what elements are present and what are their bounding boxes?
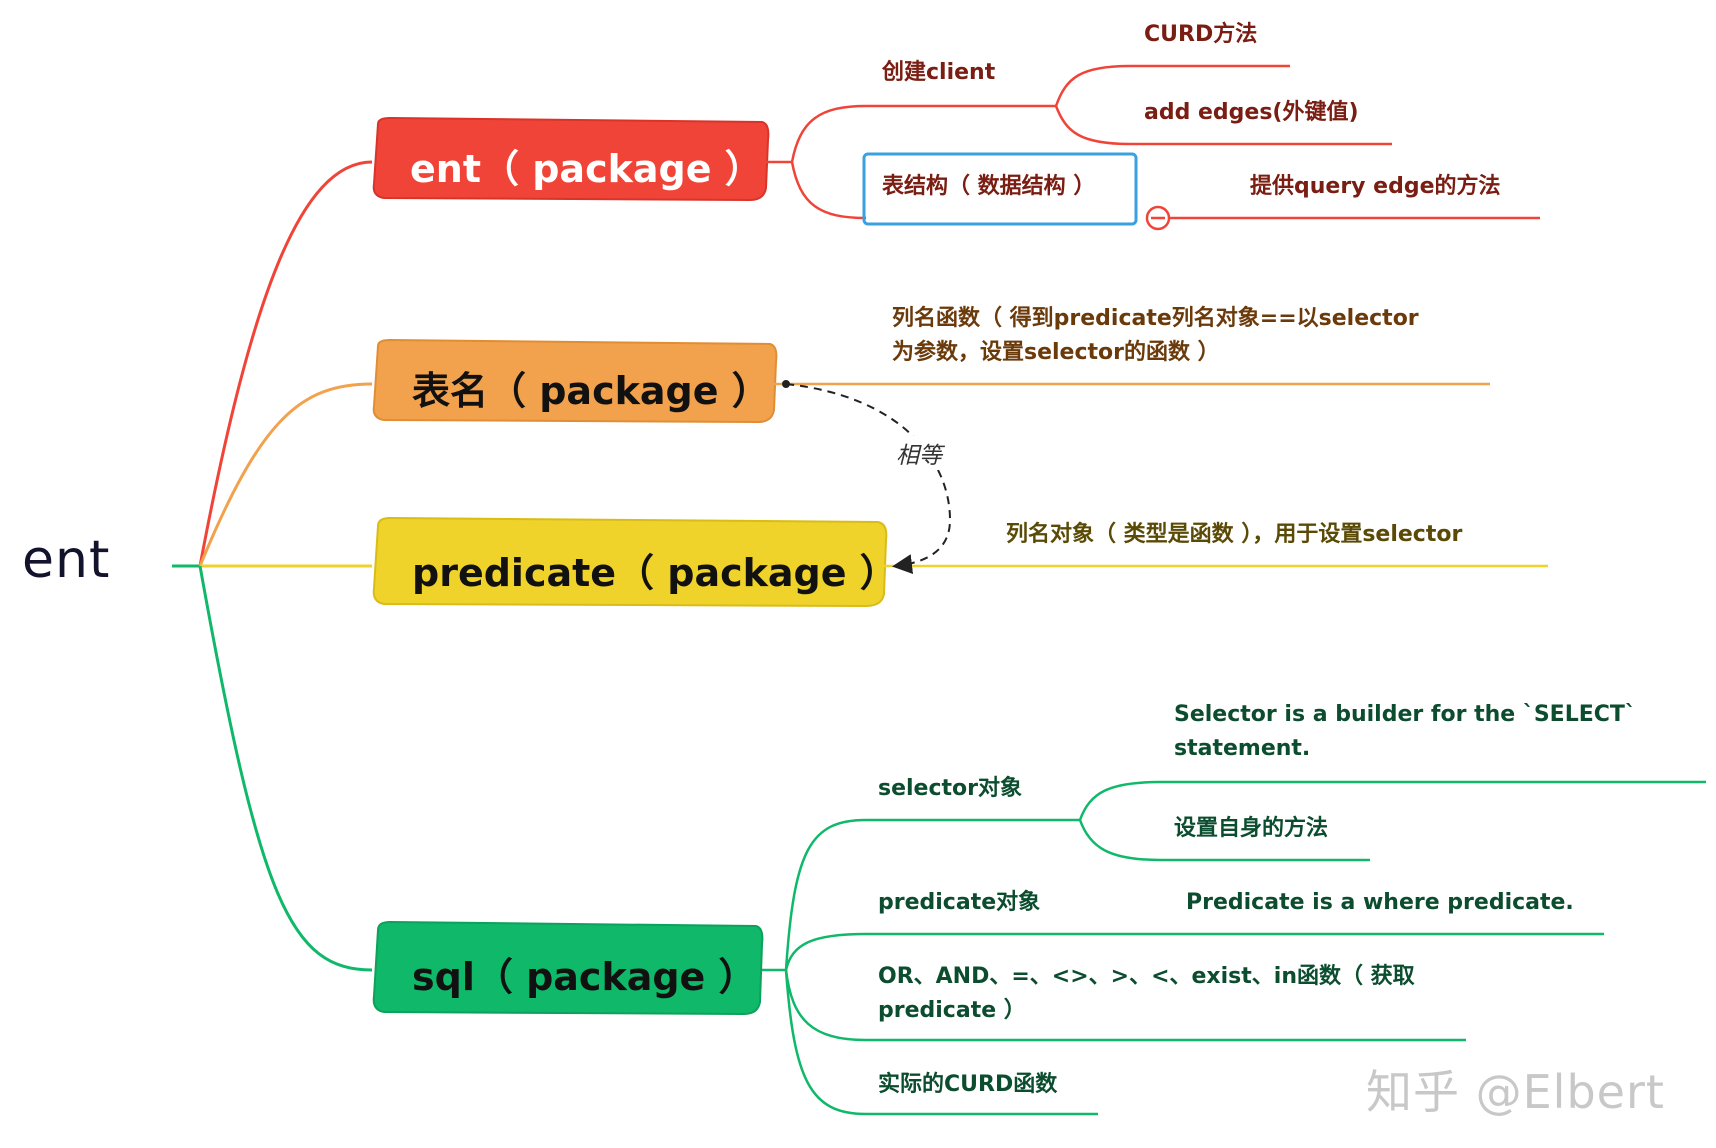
selector-object-node[interactable]: selector对象 — [878, 776, 1022, 801]
branch-line-sql — [198, 565, 373, 972]
root-node[interactable]: ent — [22, 530, 111, 590]
query-edge-node[interactable]: 提供query edge的方法 — [1250, 174, 1501, 199]
sql-to-predicate-obj — [784, 932, 1604, 971]
column-object-node[interactable]: 列名对象（ 类型是函数 ），用于设置selector — [1006, 522, 1463, 547]
client-to-curd — [1054, 64, 1290, 107]
operators-line-1[interactable]: OR、AND、=、<>、>、<、exist、in函数（ 获取 — [878, 964, 1415, 989]
predicate-object-node[interactable]: predicate对象 — [878, 890, 1041, 915]
selector-setter-node[interactable]: 设置自身的方法 — [1174, 816, 1329, 841]
ent-package-node[interactable]: ent（ package ） — [410, 147, 763, 191]
table-package-node[interactable]: 表名（ package ） — [412, 369, 770, 413]
curd-functions-node[interactable]: 实际的CURD函数 — [878, 1072, 1058, 1097]
column-func-line-1[interactable]: 列名函数（ 得到predicate列名对象==以selector — [892, 306, 1419, 331]
selector-doc-line-1[interactable]: Selector is a builder for the `SELECT` — [1174, 702, 1636, 727]
predicate-doc-node[interactable]: Predicate is a where predicate. — [1186, 890, 1574, 915]
operators-line-2[interactable]: predicate ） — [878, 998, 1026, 1023]
selector-to-doc — [1078, 780, 1706, 821]
selector-to-setter — [1078, 819, 1370, 862]
predicate-package-box — [372, 516, 888, 608]
sql-package-box — [372, 920, 764, 1016]
column-func-line-2[interactable]: 为参数，设置selector的函数 ） — [892, 340, 1220, 365]
sql-to-ops — [784, 969, 1466, 1042]
client-to-edges — [1054, 105, 1392, 146]
watermark: 知乎 @Elbert — [1366, 1065, 1665, 1119]
predicate-package-node[interactable]: predicate（ package ） — [412, 551, 898, 595]
sql-to-selector — [784, 818, 1080, 971]
relation-arrow — [785, 383, 952, 575]
sql-to-curd — [784, 969, 1098, 1116]
table-package-box — [372, 338, 778, 424]
sql-package-node[interactable]: sql（ package ） — [412, 955, 757, 999]
add-edges-node[interactable]: add edges(外键值) — [1144, 100, 1359, 125]
schema-node[interactable]: 表结构（ 数据结构 ） — [882, 174, 1096, 199]
client-node[interactable]: 创建client — [882, 60, 996, 85]
curd-methods-node[interactable]: CURD方法 — [1144, 22, 1258, 47]
ent-to-client — [790, 104, 1056, 163]
relation-label: 相等 — [896, 436, 942, 470]
selector-doc-line-2[interactable]: statement. — [1174, 736, 1311, 761]
schema-highlight-box — [862, 152, 1138, 226]
ent-to-schema — [790, 161, 867, 220]
branch-line-ent — [198, 160, 373, 567]
ent-package-box — [372, 116, 770, 202]
branch-line-table — [198, 382, 373, 567]
